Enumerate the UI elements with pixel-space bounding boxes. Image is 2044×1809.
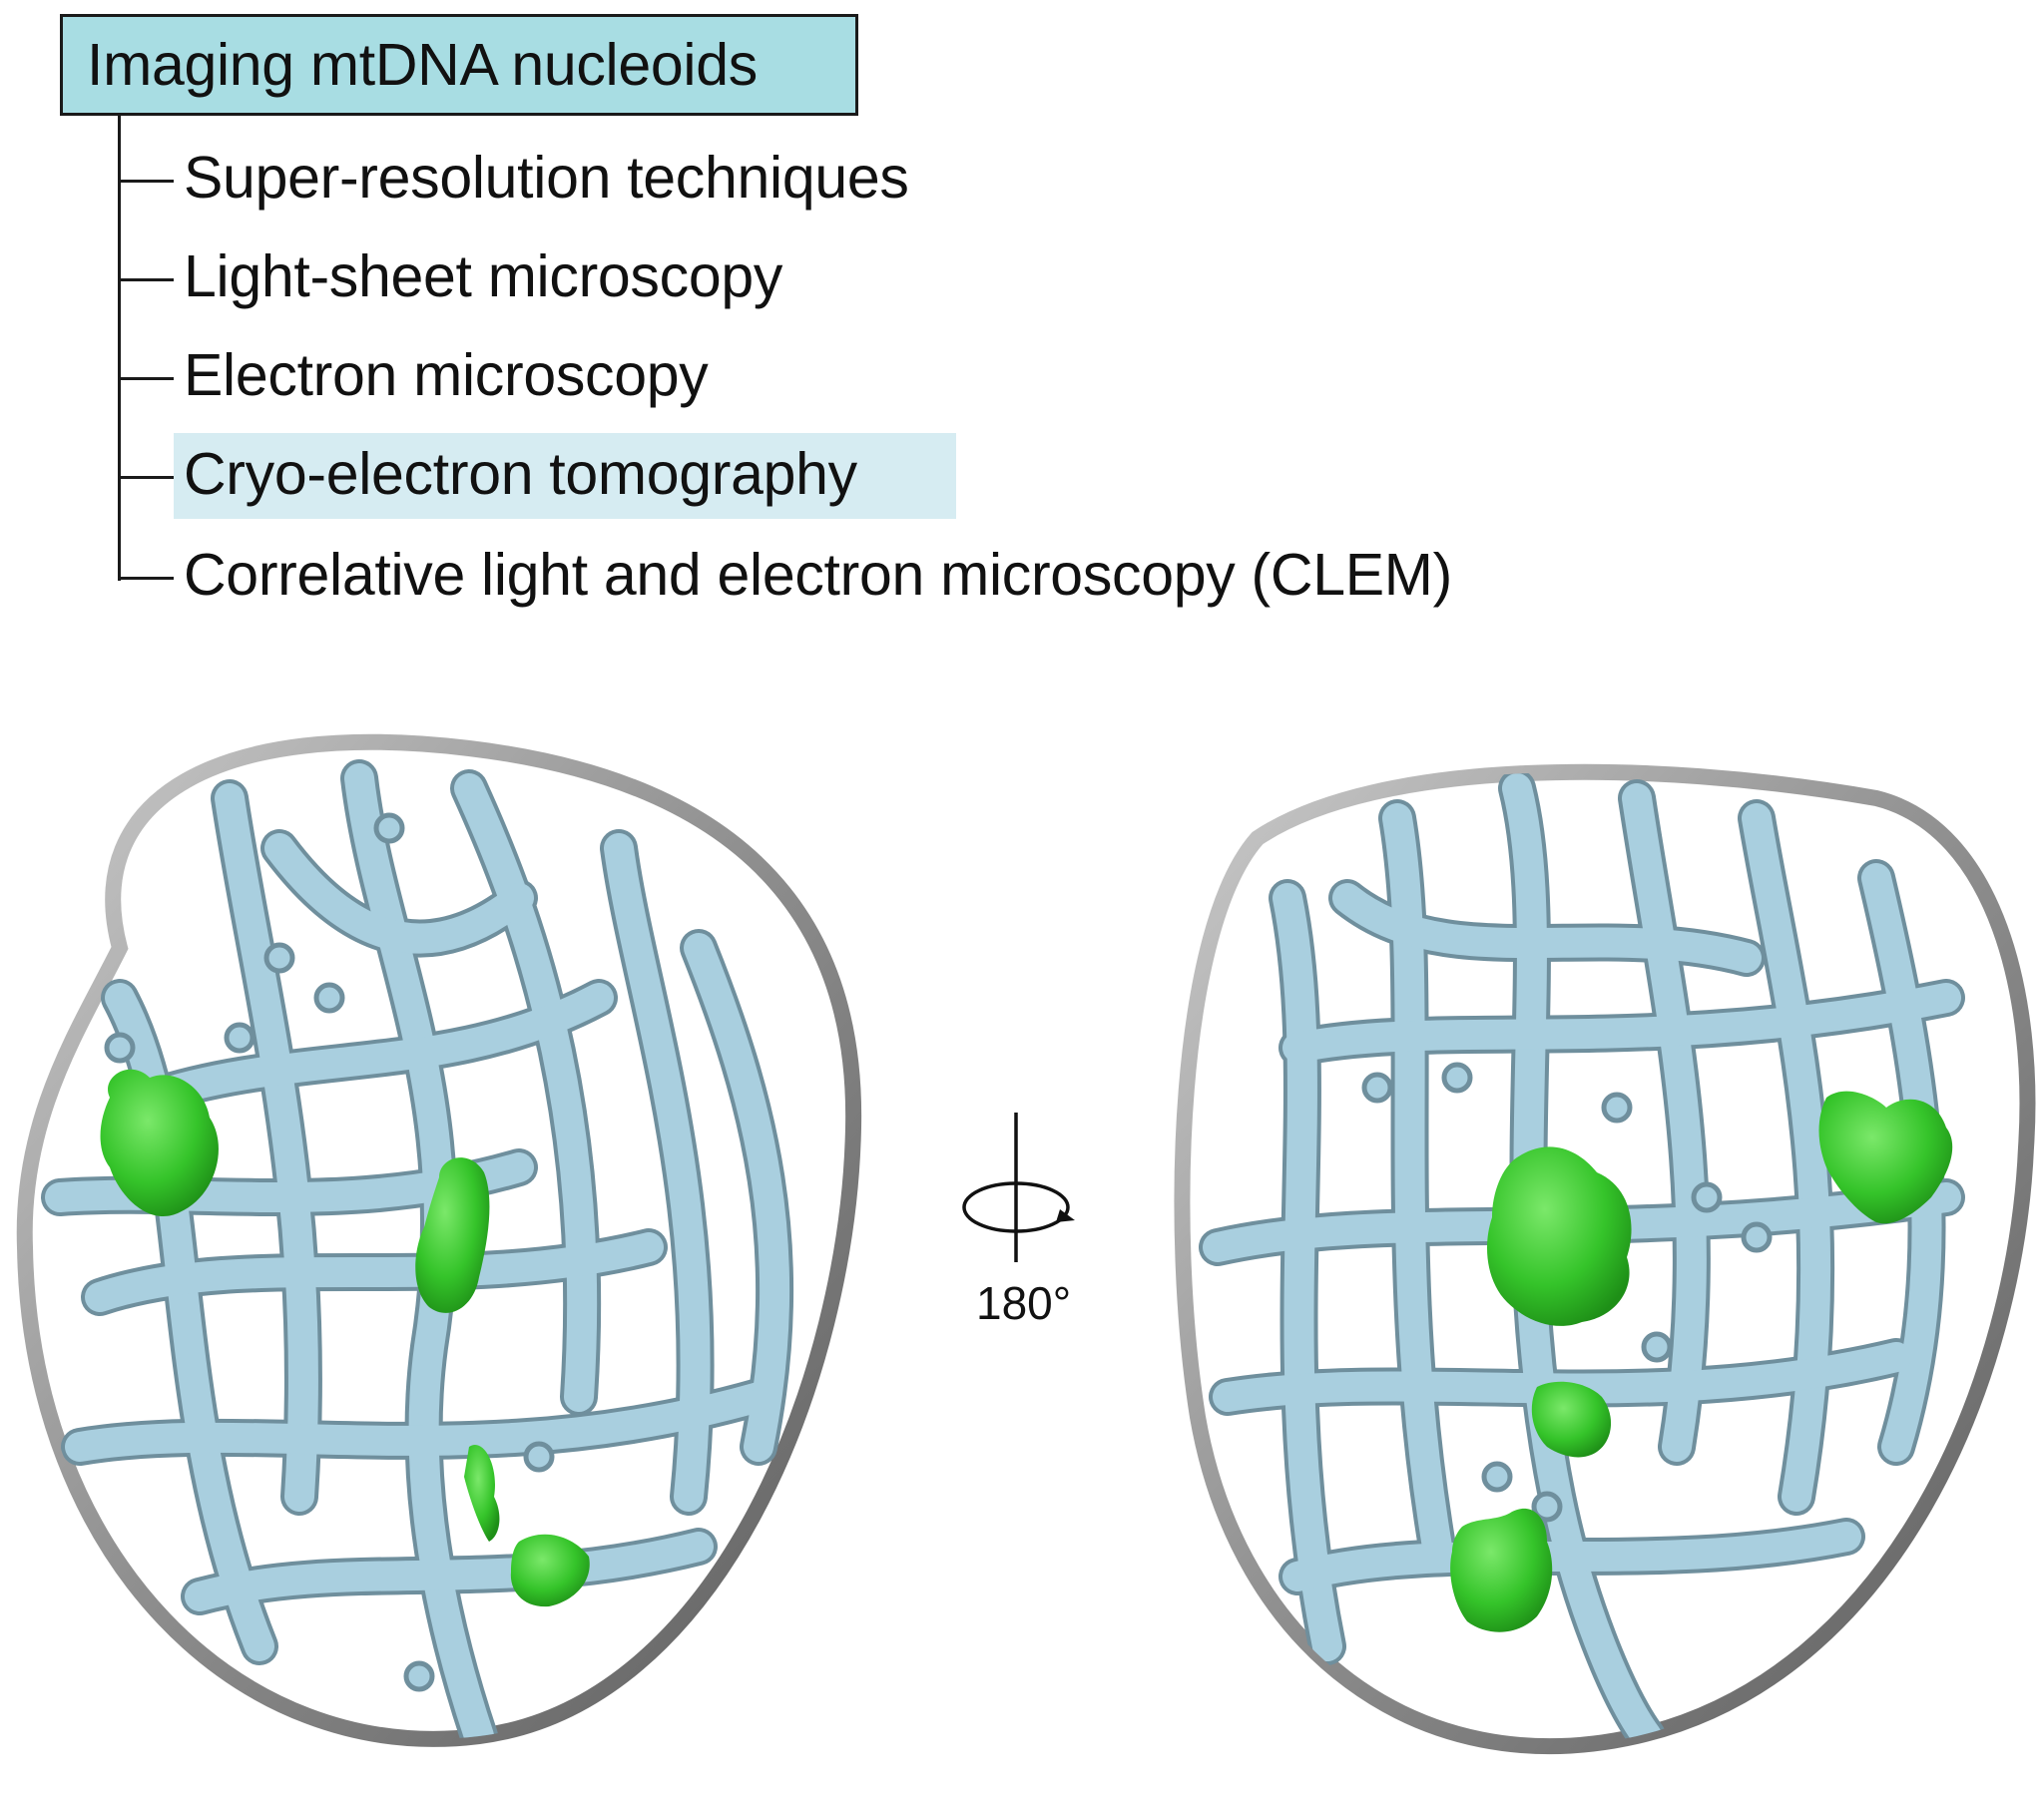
- tree-branch-3: [118, 377, 174, 380]
- tree-branch-5: [118, 577, 174, 580]
- nucleoid-right-2: [1818, 1091, 1953, 1224]
- nucleoids-right: [1450, 1091, 1953, 1632]
- nucleoid-left-1: [100, 1069, 219, 1216]
- tree-item-super-resolution: Super-resolution techniques: [184, 145, 909, 211]
- tomogram-right: [1174, 763, 2036, 1755]
- tomogram-left: [16, 733, 862, 1747]
- cristae-network-left: [41, 759, 794, 1739]
- nucleoid-right-4: [1450, 1508, 1553, 1632]
- root-node-label: Imaging mtDNA nucleoids: [87, 32, 758, 98]
- tree-item-electron-microscopy: Electron microscopy: [184, 342, 709, 408]
- tree-item-light-sheet: Light-sheet microscopy: [184, 243, 783, 309]
- tree-branch-2: [118, 278, 174, 281]
- nucleoids-left: [100, 1069, 590, 1607]
- tree-branch-1: [118, 180, 174, 183]
- nucleoid-right-1: [1487, 1146, 1632, 1326]
- highlight-cryo-et: [174, 433, 956, 519]
- nucleoid-left-2: [415, 1157, 490, 1313]
- tree-item-cryo-et: Cryo-electron tomography: [184, 441, 857, 507]
- nucleoid-left-4: [510, 1534, 590, 1607]
- tree-branch-4: [118, 476, 174, 479]
- nucleoid-right-3: [1531, 1381, 1612, 1458]
- tree-item-clem: Correlative light and electron microscop…: [184, 542, 1452, 608]
- root-node: Imaging mtDNA nucleoids: [60, 14, 858, 116]
- membrane-envelope-left: [16, 733, 862, 1747]
- membrane-envelope-right: [1174, 763, 2036, 1755]
- tree-trunk: [118, 116, 121, 581]
- nucleoid-left-3: [464, 1445, 500, 1542]
- rotation-label: 180°: [976, 1277, 1071, 1329]
- rotate-180-icon: [962, 1113, 1075, 1262]
